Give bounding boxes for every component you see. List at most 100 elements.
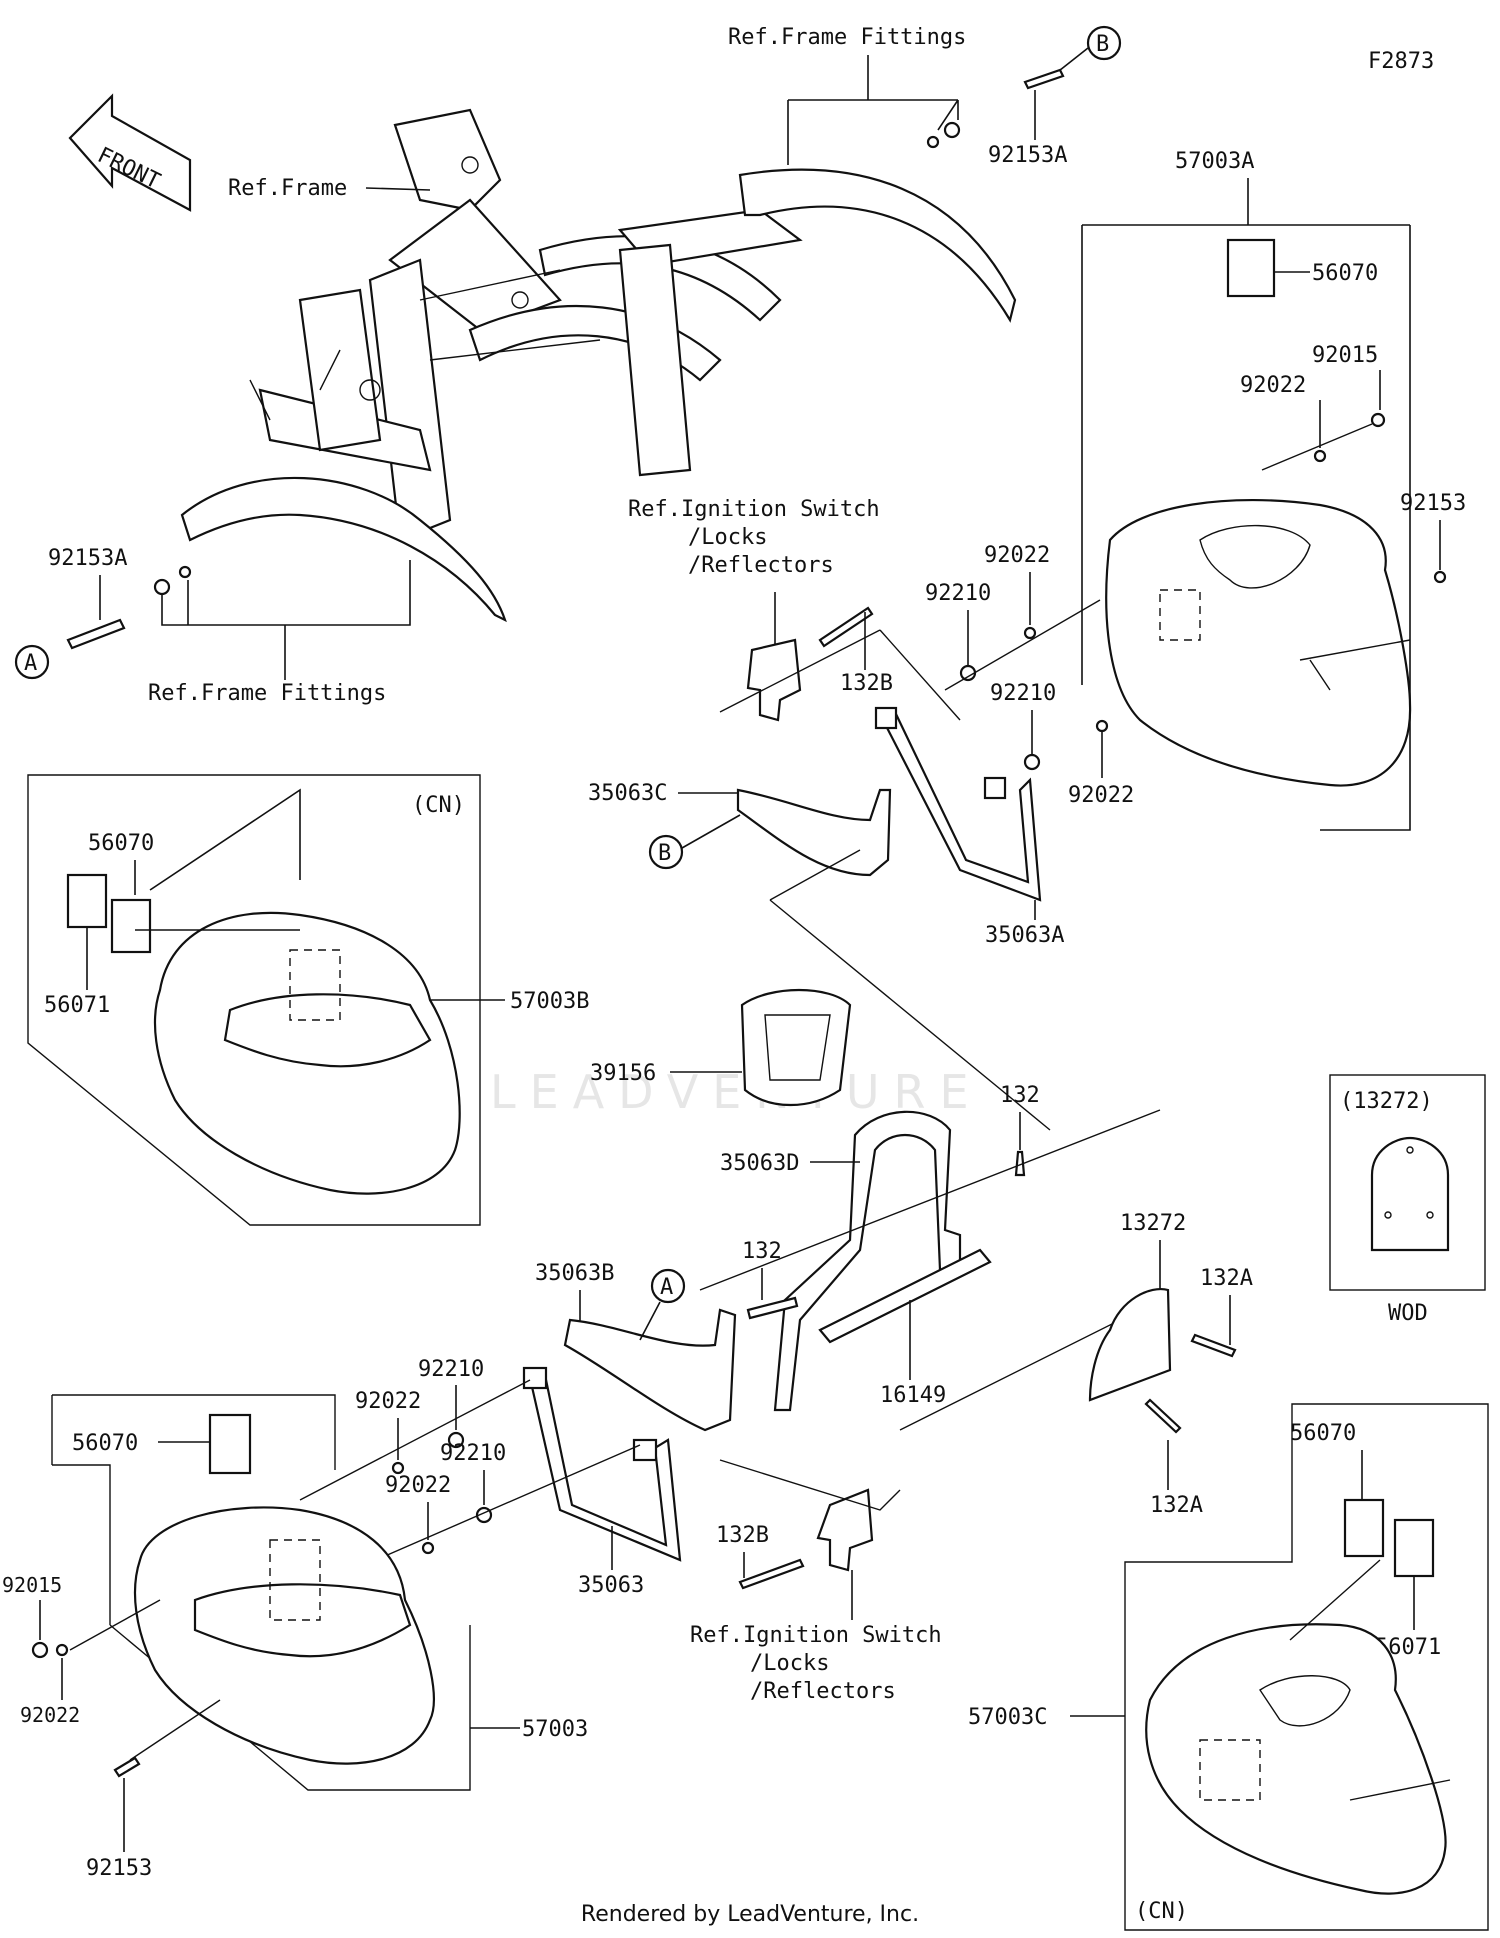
callout-a-left [14, 644, 50, 680]
backrest-35063D [773, 1110, 962, 1412]
frame-drawing [249, 108, 803, 542]
washer-92022-m1-icon [1023, 626, 1037, 640]
bolt-92153A-top-icon [1023, 68, 1065, 90]
pad-39156 [740, 988, 852, 1106]
label-ref-ignition-top-3: /Reflectors [688, 553, 834, 578]
label-35063C: 35063C [588, 781, 667, 806]
label-92022-m2: 92022 [1068, 783, 1134, 808]
sticker-56070-cn2 [1343, 1498, 1385, 1558]
label-92022-l2: 92022 [385, 1473, 451, 1498]
washer-92022-r1-icon [1313, 449, 1327, 463]
label-56070-l: 56070 [72, 1431, 138, 1456]
washer-92022-l3-icon [55, 1643, 69, 1657]
callout-a-mid [650, 1268, 686, 1304]
label-56070-cn: 56070 [88, 831, 154, 856]
label-92022-l1: 92022 [355, 1389, 421, 1414]
footer-credit: Rendered by LeadVenture, Inc. [580, 1902, 920, 1927]
callout-b-top-label: B [1096, 32, 1109, 57]
bolt-92153A-left-icon [66, 618, 126, 650]
rail-35063-bushing-1 [522, 1366, 548, 1390]
label-56070-cn2: 56070 [1290, 1421, 1356, 1446]
callout-b-mid-label: B [658, 841, 671, 866]
bolt-132A-b-icon [1144, 1398, 1182, 1434]
label-35063B: 35063B [535, 1261, 614, 1286]
bar-16149 [818, 1248, 992, 1344]
label-35063A: 35063A [985, 923, 1064, 948]
nut-92210-m2-icon [1023, 753, 1041, 771]
label-56071-cn: 56071 [44, 993, 110, 1018]
reflector-bracket-bottom [816, 1488, 874, 1572]
washer-left-icon [178, 565, 192, 579]
label-35063: 35063 [578, 1573, 644, 1598]
wod-box [1329, 1074, 1486, 1291]
sticker-56071-cn2 [1393, 1518, 1435, 1578]
bolt-132B-bottom-icon [738, 1558, 805, 1590]
bolt-132-b-icon [746, 1296, 799, 1320]
label-ref-frame-fittings-top: Ref.Frame Fittings [728, 25, 966, 50]
bolt-132A-a-icon [1190, 1333, 1237, 1358]
rail-bushing-1 [874, 706, 898, 730]
label-92210-m1: 92210 [925, 581, 991, 606]
bolt-92153-r-icon [1433, 570, 1447, 584]
label-ref-ignition-bot-3: /Reflectors [750, 1679, 896, 1704]
label-132B-top: 132B [840, 671, 893, 696]
bolt-132-a-icon [1014, 1150, 1026, 1177]
label-92015-l: 92015 [2, 1573, 62, 1597]
diagram-id: F2873 [1368, 49, 1434, 74]
sticker-56071-cn [66, 873, 108, 929]
label-92153A-left: 92153A [48, 546, 127, 571]
label-92153-l: 92153 [86, 1856, 152, 1881]
label-39156: 39156 [590, 1061, 656, 1086]
nut-92015-r-icon [1370, 412, 1386, 428]
bolt-132B-top-icon [818, 606, 874, 648]
label-ref-frame-fittings-left: Ref.Frame Fittings [148, 681, 386, 706]
label-132-b: 132 [742, 1239, 782, 1264]
label-132A-b: 132A [1150, 1493, 1203, 1518]
front-arrow-icon: FRONT [68, 93, 192, 212]
washer-92022-l2-icon [421, 1541, 435, 1555]
label-13272: 13272 [1120, 1211, 1186, 1236]
flap-57003B [223, 993, 432, 1068]
washer-icon [926, 135, 940, 149]
label-cn-bottom: (CN) [1135, 1899, 1188, 1924]
callout-b-mid [648, 834, 684, 870]
label-132-a: 132 [1000, 1083, 1040, 1108]
label-92153A-top: 92153A [988, 143, 1067, 168]
rail-35063-bushing-2 [632, 1438, 658, 1462]
bracket-35063B [563, 1308, 737, 1432]
label-ref-ignition-top-1: Ref.Ignition Switch [628, 497, 880, 522]
label-ref-frame: Ref.Frame [228, 176, 347, 201]
label-57003: 57003 [522, 1717, 588, 1742]
label-92210-l2: 92210 [440, 1441, 506, 1466]
frame-fitting-top [738, 168, 1017, 323]
label-92210-m2: 92210 [990, 681, 1056, 706]
label-57003A: 57003A [1175, 149, 1254, 174]
label-cn-top: (CN) [412, 793, 465, 818]
callout-a-left-label: A [24, 651, 37, 676]
rail-bushing-2 [983, 776, 1007, 800]
washer-92022-m2-icon [1095, 719, 1109, 733]
washer-92022-l1-icon [391, 1461, 405, 1475]
support-rail-35063A [880, 710, 1042, 902]
nut-icon [943, 121, 961, 139]
plate-13272 [1088, 1287, 1172, 1402]
label-92022-m1: 92022 [984, 543, 1050, 568]
cn-box-top [27, 774, 481, 1226]
nut-92210-l1-icon [447, 1431, 465, 1449]
callout-a-mid-label: A [660, 1275, 673, 1300]
sticker-56070-cn [110, 898, 152, 954]
nut-left-icon [153, 578, 171, 596]
label-92022-l3: 92022 [20, 1703, 80, 1727]
label-ref-ignition-top-2: /Locks [688, 525, 767, 550]
label-wod-header: (13272) [1340, 1089, 1433, 1114]
label-ref-ignition-bot-2: /Locks [750, 1651, 829, 1676]
sticker-56070-l [208, 1413, 252, 1475]
saddlebag-57003C [1145, 1623, 1447, 1895]
label-35063D: 35063D [720, 1151, 799, 1176]
saddlebag-57003A [1105, 498, 1412, 787]
label-92022-r1: 92022 [1240, 373, 1306, 398]
label-92210-l1: 92210 [418, 1357, 484, 1382]
label-132B-bottom: 132B [716, 1523, 769, 1548]
label-wod: WOD [1388, 1301, 1428, 1326]
